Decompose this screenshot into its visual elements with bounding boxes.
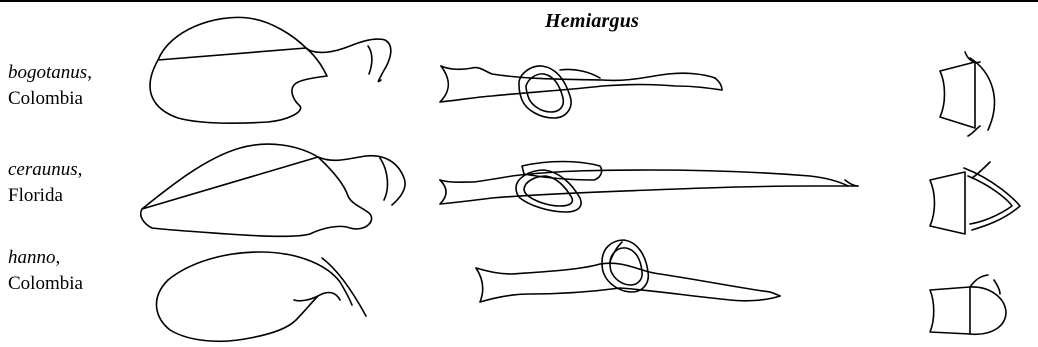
juxta-drawing-ceraunus — [930, 162, 1020, 234]
aedeagus-drawing-hanno — [476, 240, 780, 302]
juxta-drawing-hanno — [930, 275, 1006, 334]
aedeagus-drawing-ceraunus — [440, 162, 858, 213]
juxta-drawing-bogotanus — [940, 52, 994, 136]
valva-drawing-bogotanus — [150, 17, 391, 123]
valva-drawing-ceraunus — [141, 144, 405, 236]
aedeagus-drawing-bogotanus — [440, 66, 722, 118]
valva-drawing-hanno — [156, 252, 366, 341]
